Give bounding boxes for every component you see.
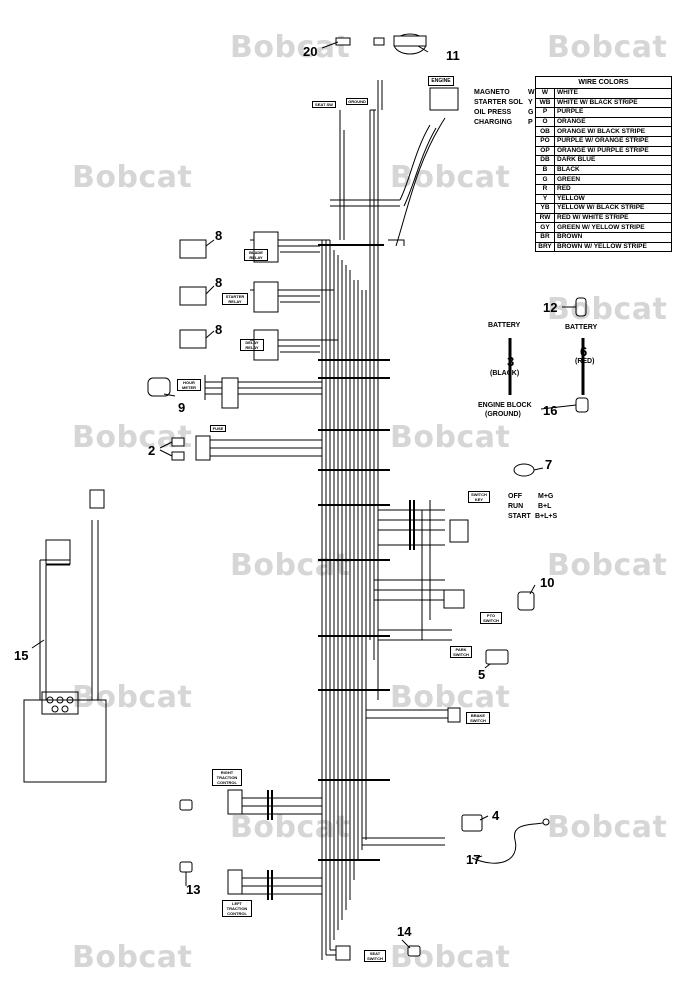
relay-component	[179, 329, 207, 349]
relay-component	[179, 286, 207, 306]
engine-key-charging-code: P	[528, 119, 533, 126]
tag-delay-relay: DELAY RELAY	[240, 339, 264, 351]
tag-switch-key: SWITCH KEY	[468, 491, 490, 503]
callout-17: 17	[466, 852, 481, 867]
ignition-start-value: B+L+S	[535, 513, 558, 520]
tag-hour-meter: HOUR METER	[177, 379, 201, 391]
callout-5: 5	[478, 667, 486, 682]
main-trunk-wires	[321, 110, 379, 960]
engine-key-magneto: MAGNETO	[474, 89, 510, 96]
bobcat-watermark: Bobcat	[72, 160, 193, 195]
engine-key-oil-code: G	[528, 109, 534, 116]
tag-seat-sw: SEAT SW	[312, 101, 336, 108]
callout-15: 15	[14, 648, 29, 663]
battery-label-left: BATTERY	[488, 322, 521, 329]
bobcat-watermark: Bobcat	[547, 292, 668, 327]
tag-pto-switch: PTO SWITCH	[480, 612, 502, 624]
engine-key-oil: OIL PRESS	[474, 109, 512, 116]
ignition-start: START	[508, 513, 531, 520]
callout-8: 8	[215, 322, 223, 337]
callout-4: 4	[492, 808, 500, 823]
callout-8: 8	[215, 275, 223, 290]
callout-9: 9	[178, 400, 186, 415]
engine-label: ENGINE	[428, 76, 454, 86]
bobcat-watermark: Bobcat	[547, 810, 668, 845]
bobcat-watermark: Bobcat	[72, 940, 193, 975]
tag-park-switch: PARK SWITCH	[450, 646, 472, 658]
callout-16: 16	[543, 403, 558, 418]
ground-label: (GROUND)	[485, 411, 521, 418]
black-cable-label: (BLACK)	[490, 370, 520, 377]
tag-brake-switch: BRAKE SWITCH	[466, 712, 490, 724]
tag-fuse: FUSE	[210, 425, 226, 432]
callout-13: 13	[186, 882, 201, 897]
engine-key-starter-code: Y	[528, 99, 533, 106]
tag-starter-relay: STARTER RELAY	[222, 293, 248, 305]
tag-right-traction: RIGHT TRACTION CONTROL	[212, 769, 242, 786]
battery-label-right: BATTERY	[565, 324, 598, 331]
engine-key-magneto-code: W	[528, 89, 535, 96]
callout-20: 20	[303, 44, 318, 59]
engine-block-label: ENGINE BLOCK	[478, 402, 532, 409]
callout-3: 3	[507, 354, 515, 369]
bobcat-watermark: Bobcat	[547, 548, 668, 583]
bobcat-watermark: Bobcat	[390, 420, 511, 455]
bobcat-watermark: Bobcat	[547, 30, 668, 65]
ignition-off: OFF	[508, 493, 522, 500]
callout-6: 6	[580, 344, 588, 359]
callout-11: 11	[446, 48, 460, 63]
bobcat-watermark: Bobcat	[390, 160, 511, 195]
ignition-run-value: B+L	[538, 503, 552, 510]
bobcat-watermark: Bobcat	[230, 30, 351, 65]
tag-blade-relay: BLADE RELAY	[244, 249, 268, 261]
callout-10: 10	[540, 575, 555, 590]
callout-8: 8	[215, 228, 223, 243]
ignition-off-value: M+G	[538, 493, 554, 500]
callout-12: 12	[543, 300, 558, 315]
callout-14: 14	[397, 924, 412, 939]
callout-7: 7	[545, 457, 553, 472]
wire-colors-title: WIRE COLORS	[535, 76, 672, 89]
callout-2: 2	[148, 443, 156, 458]
relay-component	[179, 239, 207, 259]
red-cable-label: (RED)	[575, 358, 595, 365]
engine-key-charging: CHARGING	[474, 119, 513, 126]
engine-key-starter: STARTER SOL	[474, 99, 523, 106]
tag-left-traction: LEFT TRACTION CONTROL	[222, 900, 252, 917]
tag-ground: GROUND	[346, 98, 368, 105]
ignition-run: RUN	[508, 503, 524, 510]
tag-seat-switch: SEAT SWITCH	[364, 950, 386, 962]
